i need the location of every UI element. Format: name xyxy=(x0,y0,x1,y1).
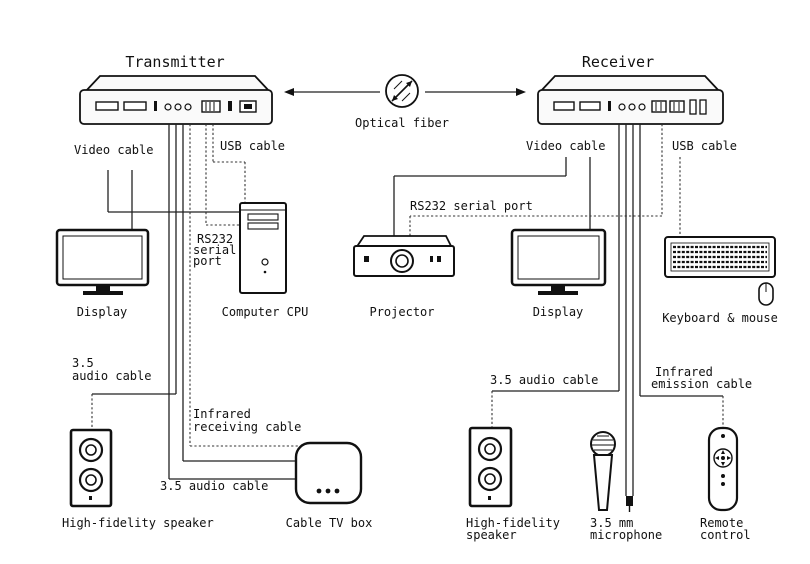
tx-audio-label-line2: audio cable xyxy=(72,369,151,383)
rx-usb-cable-label: USB cable xyxy=(672,139,737,153)
display-left-label: Display xyxy=(77,305,128,319)
cable-tv-box-icon xyxy=(294,441,363,505)
mouse-icon xyxy=(758,282,774,306)
tx-audio-label-line1: 3.5 xyxy=(72,356,94,370)
infrared-emission-label-line1: Infrared xyxy=(655,365,713,379)
tx-usb-cable-label: USB cable xyxy=(220,139,285,153)
tx-audio-infrared-cables xyxy=(91,124,320,480)
computer-cpu-label: Computer CPU xyxy=(222,305,309,319)
infrared-emission-label-line2: emission cable xyxy=(651,377,752,391)
display-right-label: Display xyxy=(533,305,584,319)
optical-fiber-link xyxy=(284,88,526,96)
infrared-receiving-label-line1: Infrared xyxy=(193,407,251,421)
hifi-speaker-right-icon xyxy=(468,426,513,508)
microphone-label-line1: 3.5 mm xyxy=(590,516,633,530)
rx-audio-infrared-cables xyxy=(491,124,724,448)
receiver-label: Receiver xyxy=(582,53,654,71)
microphone-icon xyxy=(590,431,634,512)
cable-tv-box-label: Cable TV box xyxy=(286,516,373,530)
receiver-unit xyxy=(537,75,724,125)
projector-icon xyxy=(353,235,455,277)
computer-cpu-icon xyxy=(239,202,287,294)
tx-video-cable-label: Video cable xyxy=(74,143,153,157)
remote-control-label-line2: control xyxy=(700,528,751,542)
rs232-label-line1: RS232 xyxy=(197,232,233,246)
tx-usb-cable xyxy=(212,124,246,203)
microphone-label-line2: microphone xyxy=(590,528,662,542)
display-right-icon xyxy=(510,228,607,295)
rx-rs232-cable xyxy=(409,124,663,236)
hifi-speaker-left-icon xyxy=(69,428,113,508)
remote-control-label-line1: Remote xyxy=(700,516,743,530)
tx-audio-cable2-label: 3.5 audio cable xyxy=(160,479,268,493)
tx-rs232-cable xyxy=(205,124,248,226)
optical-fiber-icon xyxy=(385,74,419,108)
infrared-receiving-label-line2: receiving cable xyxy=(193,420,301,434)
keyboard-mouse-label: Keyboard & mouse xyxy=(662,311,778,325)
rx-video-cable xyxy=(393,157,591,236)
hifi-speaker-right-label-line2: speaker xyxy=(466,528,517,542)
display-left-icon xyxy=(55,228,150,295)
optical-fiber-label: Optical fiber xyxy=(355,116,449,130)
rx-rs232-label: RS232 serial port xyxy=(410,199,533,213)
remote-control-icon xyxy=(707,426,739,512)
rx-video-cable-label: Video cable xyxy=(526,139,605,153)
hifi-speaker-left-label: High-fidelity speaker xyxy=(62,516,214,530)
rs232-label-line2: serial xyxy=(193,243,236,257)
rs232-label-line3: port xyxy=(193,254,222,268)
hifi-speaker-right-label-line1: High-fidelity xyxy=(466,516,560,530)
keyboard-icon xyxy=(664,236,776,278)
projector-label: Projector xyxy=(369,305,434,319)
rx-audio-cable-label: 3.5 audio cable xyxy=(490,373,598,387)
transmitter-unit xyxy=(79,75,273,125)
transmitter-label: Transmitter xyxy=(125,53,224,71)
